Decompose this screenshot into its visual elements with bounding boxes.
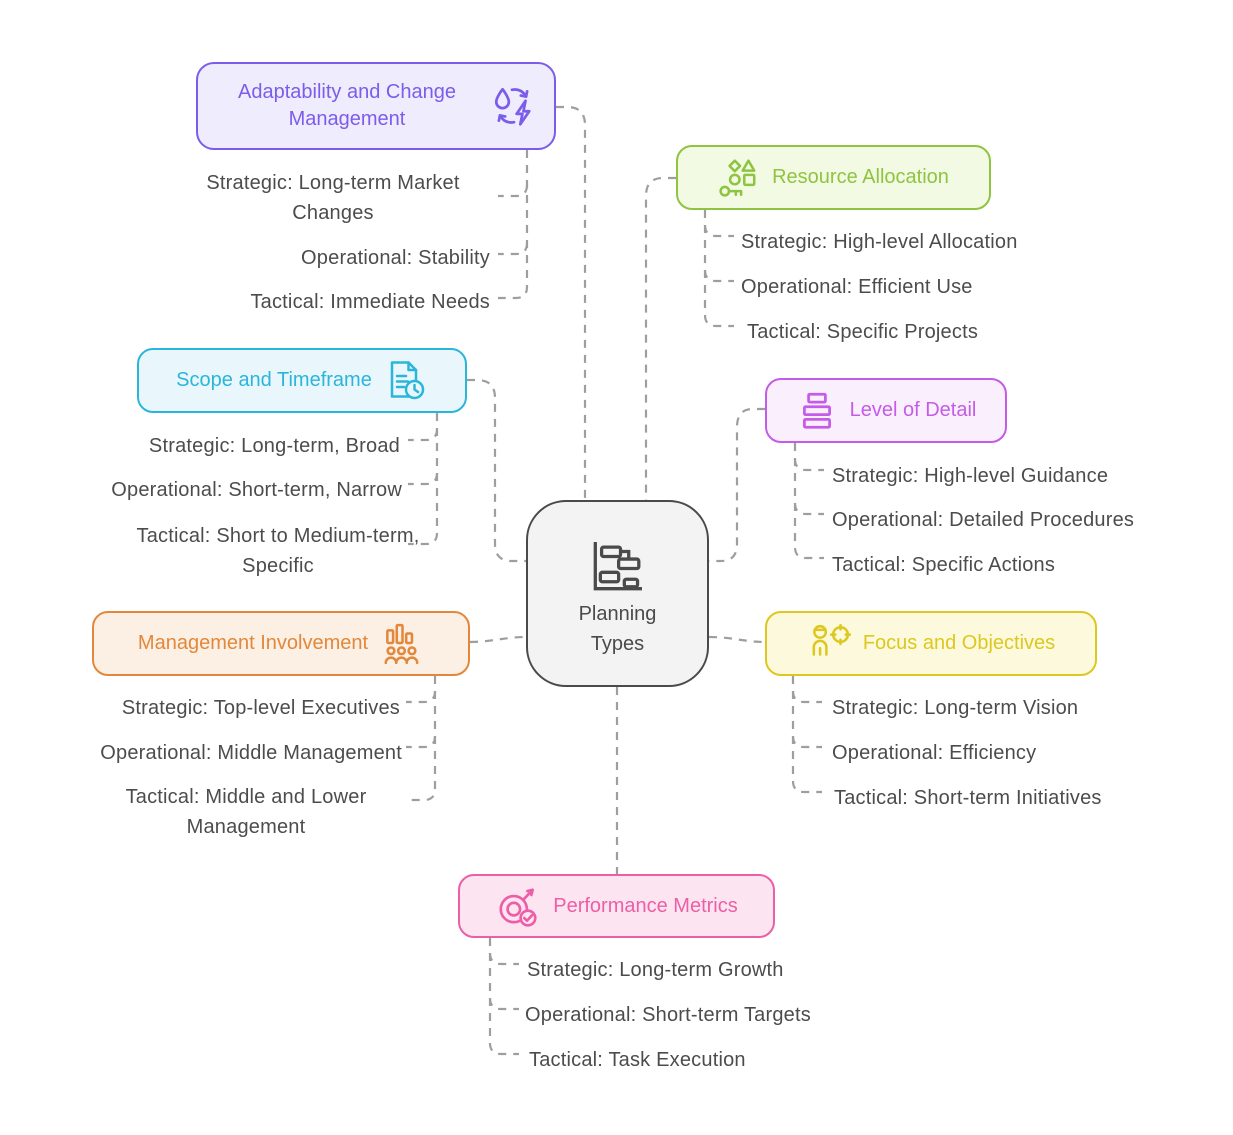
branch-item: Operational: Short-term Targets xyxy=(525,1004,811,1026)
branch-spine-detail xyxy=(793,443,824,560)
connector-adaptability-center xyxy=(556,105,587,500)
node-title: Adaptability and Change Management xyxy=(238,81,456,130)
branch-tick-adaptability-1 xyxy=(498,184,529,198)
branch-tick-management-2 xyxy=(406,735,437,749)
shapes-key-icon xyxy=(719,158,756,197)
branch-item: Operational: Middle Management xyxy=(100,742,402,764)
center-node-label: Planning Types xyxy=(578,602,657,655)
branch-item: Strategic: High-level Guidance xyxy=(832,465,1109,487)
node-title: Management Involvement xyxy=(137,632,369,654)
branch-item: Tactical: Task Execution xyxy=(529,1049,746,1071)
target-check-icon xyxy=(499,888,537,927)
branch-item: Strategic: Long-term Vision xyxy=(832,697,1079,719)
branch-tick-management-1 xyxy=(406,690,437,704)
node-adaptability-change-management: Adaptability and Change Management xyxy=(196,62,556,150)
node-resource-allocation: Resource Allocation xyxy=(676,145,991,210)
branch-item: Strategic: High-level Allocation xyxy=(741,231,1018,253)
branch-spine-scope xyxy=(408,413,439,546)
connector-management-center xyxy=(469,635,527,644)
branch-item: Strategic: Top-level Executives xyxy=(121,697,400,719)
node-level-of-detail: Level of Detail xyxy=(765,378,1007,443)
branch-tick-focus-1 xyxy=(791,690,822,704)
branch-item: Tactical: Immediate Needs xyxy=(250,291,490,313)
node-scope-and-timeframe: Scope and Timeframe xyxy=(137,348,467,413)
stacked-bars-icon xyxy=(802,392,831,429)
node-title: Level of Detail xyxy=(849,399,977,421)
document-clock-icon xyxy=(390,360,425,399)
connector-detail-center xyxy=(709,407,765,563)
node-title: Scope and Timeframe xyxy=(176,369,372,391)
branch-spine-focus xyxy=(791,676,822,794)
branch-tick-resource-2 xyxy=(703,269,734,283)
branch-spine-resource xyxy=(703,210,734,328)
branch-tick-performance-2 xyxy=(488,997,519,1011)
node-focus-and-objectives: Focus and Objectives xyxy=(765,611,1097,676)
branch-item: Tactical: Short-term Initiatives xyxy=(834,787,1102,809)
branch-item: Strategic: Long-term, Broad xyxy=(148,435,400,457)
branch-item: Operational: Short-term, Narrow xyxy=(111,479,402,501)
branch-item: Tactical: Specific Actions xyxy=(832,554,1056,576)
branch-item: Tactical: Middle and Lower Management xyxy=(125,786,367,838)
branch-tick-performance-1 xyxy=(488,952,519,966)
branch-item: Operational: Efficiency xyxy=(832,742,1037,764)
node-title: Resource Allocation xyxy=(772,166,949,188)
gantt-chart-icon xyxy=(593,541,642,590)
node-management-involvement: Management Involvement xyxy=(92,611,470,676)
chart-people-icon xyxy=(384,623,419,664)
change-cycle-icon xyxy=(494,87,531,126)
branch-spine-performance xyxy=(488,938,519,1056)
connector-resource-center xyxy=(644,176,676,500)
branch-tick-scope-2 xyxy=(408,472,439,486)
branch-spine-management xyxy=(406,676,437,802)
branch-tick-detail-2 xyxy=(793,502,824,516)
center-node: Planning Types xyxy=(526,500,709,687)
branch-tick-resource-1 xyxy=(703,224,734,238)
node-title: Focus and Objectives xyxy=(862,632,1056,654)
branch-item: Operational: Stability xyxy=(301,247,490,269)
branch-tick-adaptability-2 xyxy=(498,242,529,256)
branch-item: Tactical: Short to Medium-term, Specific xyxy=(136,525,420,577)
branch-tick-scope-1 xyxy=(408,428,439,442)
branch-tick-detail-1 xyxy=(793,458,824,472)
node-title: Performance Metrics xyxy=(553,894,738,917)
branch-item: Strategic: Long-term Market Changes xyxy=(206,172,460,224)
connector-focus-center xyxy=(708,635,766,644)
branch-item: Tactical: Specific Projects xyxy=(747,321,979,343)
branch-item: Operational: Efficient Use xyxy=(741,276,973,298)
branch-spine-adaptability xyxy=(498,150,529,300)
branch-tick-focus-2 xyxy=(791,735,822,749)
person-target-icon xyxy=(812,623,851,656)
branch-item: Strategic: Long-term Growth xyxy=(527,959,784,981)
branch-item: Operational: Detailed Procedures xyxy=(832,509,1135,531)
node-performance-metrics: Performance Metrics xyxy=(458,874,775,938)
connector-scope-center xyxy=(467,378,526,563)
